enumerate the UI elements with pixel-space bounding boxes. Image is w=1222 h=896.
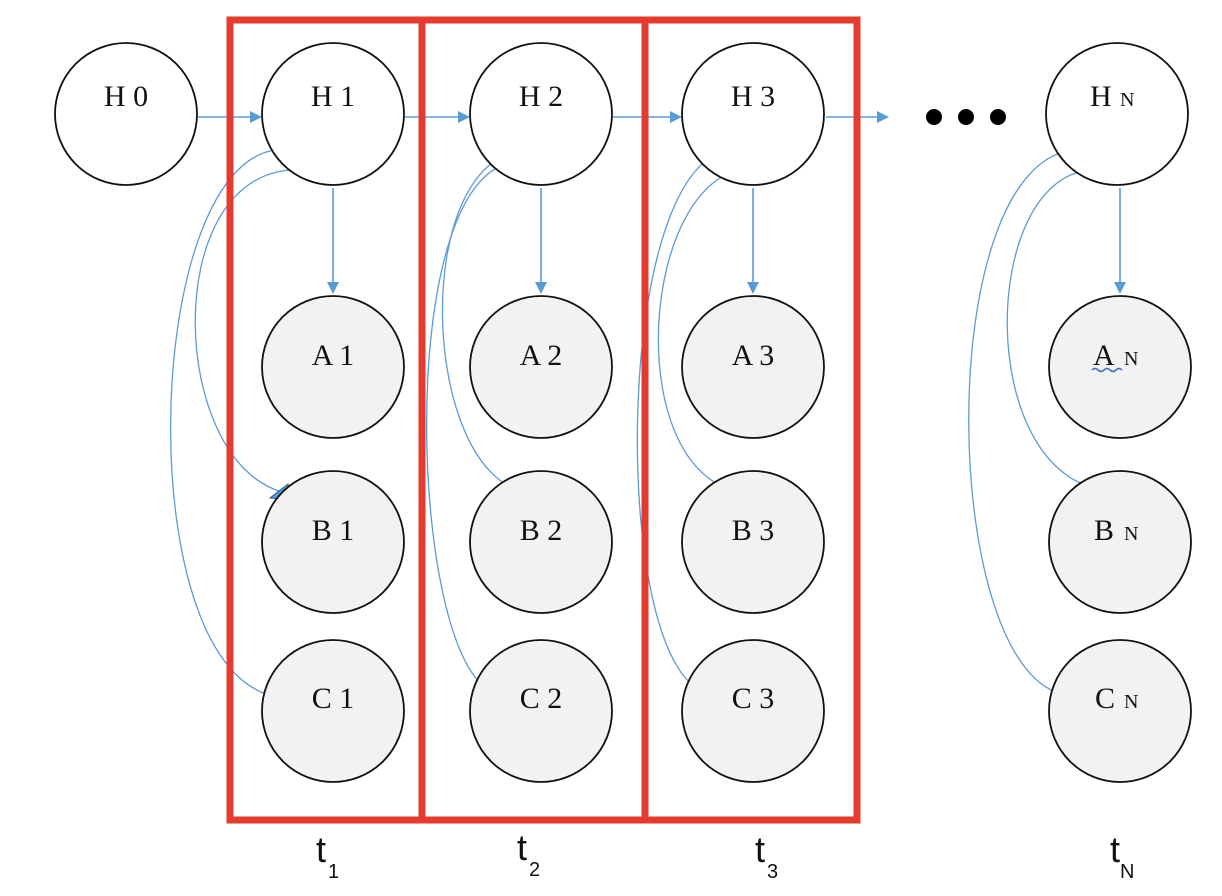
- label-b1: B 1: [312, 514, 355, 547]
- node-bn: [1048, 470, 1192, 614]
- node-a3: [681, 295, 825, 439]
- time-label-t2-sub: 2: [529, 859, 540, 881]
- node-h0: [54, 42, 198, 186]
- node-b2: [469, 470, 613, 614]
- label-hn-main: H: [1090, 80, 1112, 113]
- node-labels: H 0 H 1 H 2 H 3 A 1 A 2 A 3 B 1 B 2 B 3 …: [104, 80, 775, 715]
- ellipsis-dot: [958, 109, 974, 125]
- time-label-t1-sub: 1: [328, 861, 339, 883]
- spellcheck-squiggle: [1091, 367, 1123, 373]
- label-c3: C 3: [732, 682, 775, 715]
- label-a1: A 1: [312, 339, 355, 372]
- label-h3: H 3: [731, 80, 775, 113]
- ellipsis-dot: [990, 109, 1006, 125]
- node-a2: [469, 295, 613, 439]
- time-label-tn-sub: N: [1120, 861, 1134, 883]
- ellipsis-dot: [926, 109, 942, 125]
- label-b3: B 3: [732, 514, 775, 547]
- label-an-sub: N: [1124, 348, 1138, 370]
- n-node-labels: H N A N B N C N: [1090, 80, 1138, 715]
- time-label-t3-sub: 3: [767, 861, 778, 883]
- curve-h3-b3: [657, 167, 751, 493]
- label-bn-sub: N: [1124, 523, 1138, 545]
- label-h1: H 1: [311, 80, 355, 113]
- label-bn-main: B: [1094, 514, 1114, 547]
- node-cn: [1048, 639, 1192, 783]
- hidden-nodes: [54, 42, 1189, 186]
- node-h1: [261, 42, 405, 186]
- time-slice-frames: [226, 16, 861, 824]
- time-label-t2: t: [517, 827, 527, 868]
- curve-h1-b1: [194, 169, 291, 493]
- curved-arrows: [170, 149, 1104, 698]
- node-an: [1048, 295, 1192, 439]
- label-b2: B 2: [520, 514, 563, 547]
- label-h0: H 0: [104, 80, 148, 113]
- label-a2: A 2: [520, 339, 563, 372]
- ellipsis: [926, 109, 1006, 125]
- time-label-t3: t: [755, 829, 765, 870]
- curve-h1-c1: [170, 149, 281, 698]
- observed-nodes: [261, 295, 1192, 783]
- label-an-main: A: [1093, 339, 1115, 372]
- node-a1: [261, 295, 405, 439]
- time-label-t1: t: [316, 829, 326, 870]
- label-c2: C 2: [520, 682, 563, 715]
- label-cn-main: C: [1095, 682, 1115, 715]
- label-c1: C 1: [312, 682, 355, 715]
- label-h2: H 2: [519, 80, 563, 113]
- time-label-tn: t: [1110, 829, 1120, 870]
- frame-t3: [641, 16, 861, 824]
- emission-arrows: [327, 188, 1126, 294]
- node-c3: [681, 639, 825, 783]
- time-labels: t 1 t 2 t 3 t N: [316, 827, 1134, 883]
- curve-h2-b2: [441, 149, 526, 493]
- node-h2: [469, 42, 613, 186]
- curve-h3-c3: [636, 149, 731, 694]
- node-b3: [681, 470, 825, 614]
- curve-h2-c2: [426, 161, 516, 694]
- curve-hn-bn: [1006, 169, 1104, 491]
- label-hn-sub: N: [1120, 89, 1134, 111]
- node-hn: [1045, 42, 1189, 186]
- node-c2: [469, 639, 613, 783]
- node-h3: [681, 42, 825, 186]
- node-b1: [261, 470, 405, 614]
- curve-hn-cn: [968, 149, 1073, 696]
- node-c1: [261, 639, 405, 783]
- label-cn-sub: N: [1124, 691, 1138, 713]
- label-a3: A 3: [732, 339, 775, 372]
